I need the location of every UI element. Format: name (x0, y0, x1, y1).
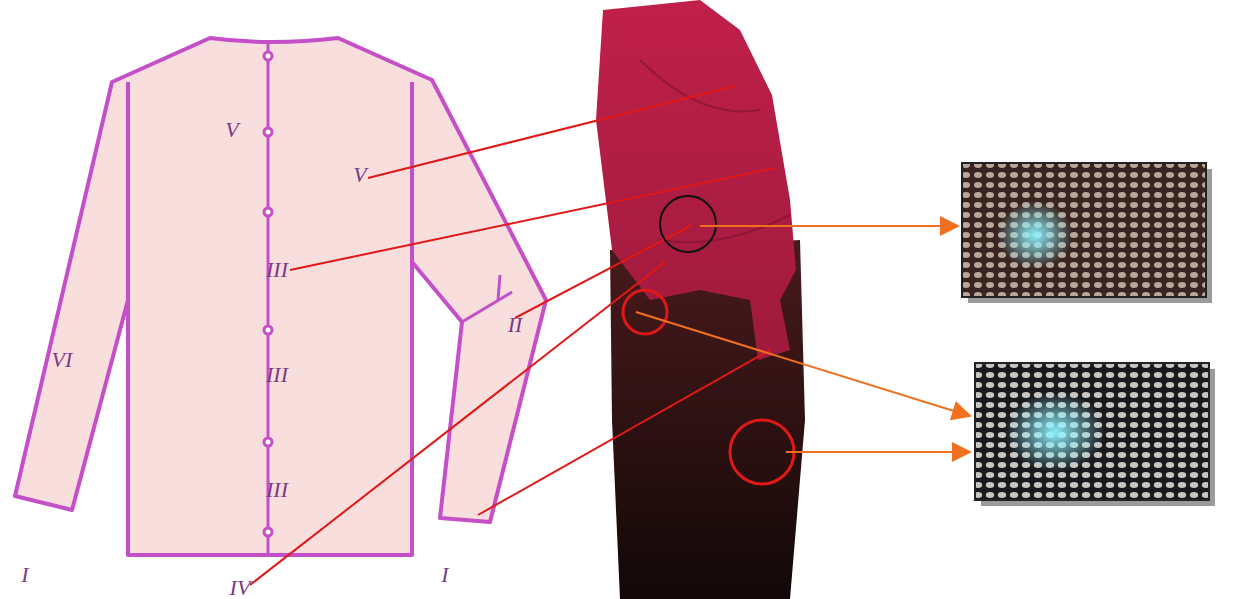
zoom-arrows (636, 226, 970, 452)
part-number: III (266, 259, 288, 281)
part-number: I (21, 564, 28, 586)
part-number: IV (230, 577, 251, 599)
jacket-drawing (15, 38, 546, 555)
part-number: III (266, 364, 288, 386)
part-number: V (353, 164, 366, 186)
leader-lines (250, 86, 775, 585)
part-number: III (266, 479, 288, 501)
part-number: II (508, 314, 523, 336)
part-number: I (441, 564, 448, 586)
person-photo (596, 0, 805, 599)
fabric-closeup (975, 363, 1215, 506)
zoom-circle (660, 196, 716, 252)
zoom-circle (730, 420, 794, 484)
part-number: V (225, 119, 238, 141)
fabric-closeup (962, 163, 1212, 303)
part-number: VI (52, 349, 73, 371)
zoom-circle (623, 290, 667, 334)
